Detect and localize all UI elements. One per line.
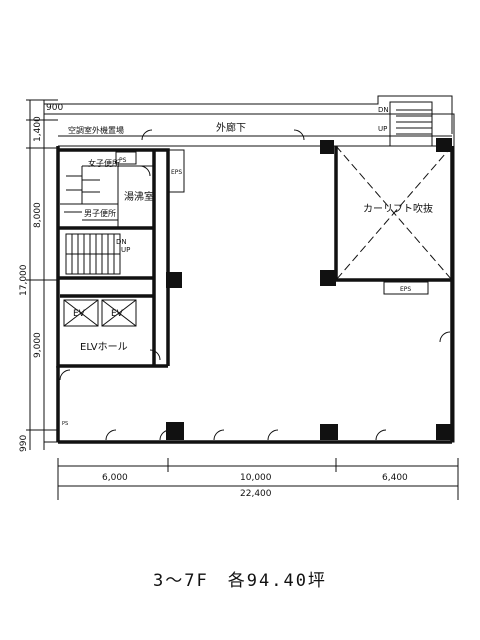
stair-dn-label: DN [116,238,127,246]
ps-label: PS [119,157,127,164]
ps-bottom-label: PS [62,421,68,427]
outdoor-unit-area-label: 空調室外機置場 [68,125,124,135]
top-stair-dn-label: DN [378,106,389,114]
dim-left-5: 990 [19,435,29,452]
dim-left-2: 8,000 [33,202,43,228]
floor-area-caption: 3～7F 各94.40坪 [153,571,327,591]
womens-toilet-label: 女子便所 [88,158,120,168]
floor-plan: 空調室外機置場 外廊下 PS 女子便所 EPS 湯沸室 男子便所 DN UP E… [19,95,459,500]
outer-corridor-label: 外廊下 [216,121,246,134]
dim-left-1: 1,400 [33,116,43,142]
dim-bottom-1: 6,000 [102,473,128,483]
dim-bottom-2: 10,000 [240,473,272,483]
dim-top: 900 [46,103,63,113]
mens-toilet-label: 男子便所 [84,208,116,218]
dim-bottom-3: 6,400 [382,473,408,483]
ev1-label: EV [73,309,86,319]
dim-left-4: 9,000 [33,332,43,358]
top-stair-up-label: UP [378,125,387,133]
dim-left-3: 17,000 [19,264,29,296]
dim-bottom-total: 22,400 [240,489,272,499]
eps-label: EPS [171,169,182,176]
eps-right-label: EPS [400,286,411,293]
stair-up-label: UP [121,246,130,254]
kitchenette-label: 湯沸室 [124,190,154,203]
ev2-label: EV [111,309,124,319]
car-lift-void-label: カーリフト吹抜 [363,202,433,215]
elv-hall-label: ELVホール [80,341,128,353]
